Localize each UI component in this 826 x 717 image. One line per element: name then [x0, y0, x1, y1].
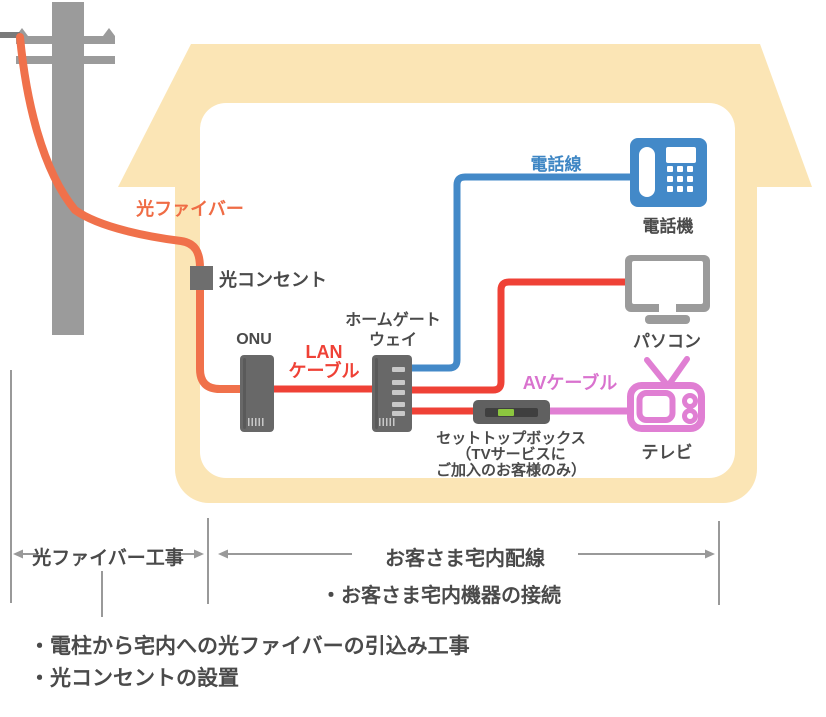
- arrowhead-right-icon: [705, 549, 715, 559]
- onu-stripe: [243, 358, 246, 429]
- home-wiring-label: お客さま宅内配線: [385, 548, 545, 570]
- pc-notch: [659, 304, 676, 312]
- pole-crossarm-top: [16, 36, 115, 44]
- lan-cable-label: LAN ケーブル: [289, 343, 360, 381]
- gateway-vent: [379, 418, 396, 426]
- optical-outlet-label: 光コンセント: [219, 270, 327, 290]
- telephone-keypad: [667, 166, 693, 192]
- home-gateway-label: ホームゲート ウェイ: [345, 311, 441, 351]
- pc-screen: [632, 261, 703, 304]
- pole-crossarm-bottom: [16, 56, 115, 64]
- telephone-label: 電話機: [642, 217, 694, 236]
- gateway-stripe: [375, 358, 378, 429]
- optical-outlet-icon: [190, 266, 213, 290]
- pc-monitor-icon: [625, 255, 710, 312]
- onu-label: ONU: [236, 331, 272, 348]
- lan-cable-label-line2: ケーブル: [288, 361, 360, 381]
- fiber-work-label: 光ファイバー工事: [32, 548, 184, 569]
- pc-label: パソコン: [633, 332, 701, 351]
- set-top-box-led: [498, 409, 514, 416]
- av-cable-label: AVケーブル: [522, 373, 618, 393]
- home-gateway-label-line2: ウェイ: [368, 332, 417, 349]
- home-wiring-note: ・お客さま宅内機器の接続: [321, 585, 561, 607]
- gateway-port: [392, 402, 405, 407]
- home-gateway-device-icon: [372, 355, 412, 432]
- pc-stand: [645, 315, 690, 324]
- gateway-port: [392, 380, 405, 385]
- set-top-box-label-line2: （TVサービスに: [456, 446, 566, 463]
- fiber-label: 光ファイバー: [136, 199, 244, 219]
- set-top-box-icon: [473, 400, 550, 424]
- set-top-box-label-line1: セットトップボックス: [436, 430, 586, 447]
- pole-wire-stub: [0, 32, 20, 38]
- set-top-box-label-line3: ご加入のお客様のみ）: [435, 462, 587, 479]
- fiber-work-note-1: ・電柱から宅内への光ファイバーの引込み工事: [29, 635, 470, 658]
- arrowhead-left-icon: [218, 549, 228, 559]
- home-gateway-label-line1: ホームゲート: [345, 312, 441, 329]
- tv-icon: [627, 356, 705, 432]
- pole-insulator-right: [103, 28, 115, 36]
- lan-cable-label-line1: LAN: [305, 342, 343, 362]
- gateway-port: [392, 411, 405, 416]
- fiber-work-note-2: ・光コンセントの設置: [29, 667, 239, 690]
- pole-insulator-left: [16, 28, 28, 36]
- tv-label: テレビ: [641, 443, 693, 462]
- set-top-box-label: セットトップボックス （TVサービスに ご加入のお客様のみ）: [436, 431, 586, 479]
- onu-vent: [248, 418, 265, 426]
- telephone-icon: [630, 138, 707, 207]
- gateway-port: [392, 367, 405, 372]
- phone-line-label: 電話線: [530, 155, 582, 174]
- gateway-port: [392, 390, 405, 395]
- utility-pole: [52, 2, 84, 335]
- onu-device-icon: [240, 355, 274, 432]
- arrowhead-right-icon: [194, 549, 204, 559]
- arrowhead-left-icon: [13, 549, 23, 559]
